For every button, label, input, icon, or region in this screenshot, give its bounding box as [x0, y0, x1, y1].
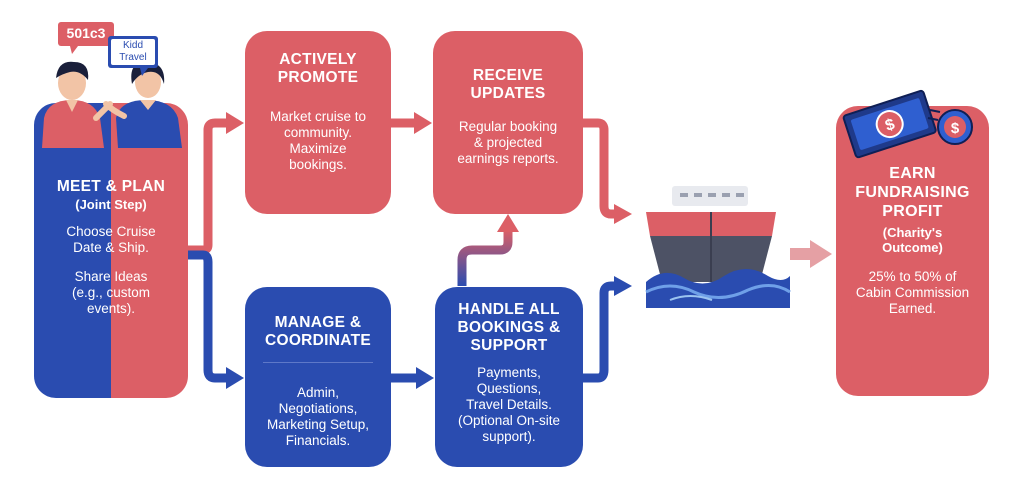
arrow-handle-to-ship [583, 281, 617, 383]
manage-divider [263, 362, 373, 363]
promote-box: ACTIVELY PROMOTE Market cruise to commun… [245, 31, 391, 214]
updates-body: Regular booking & projected earnings rep… [457, 119, 559, 166]
handle-title: HANDLE ALL BOOKINGS & SUPPORT [457, 301, 561, 354]
arrow-updates-to-ship [583, 118, 617, 219]
arrow-meet-to-promote [186, 118, 228, 255]
manage-box: MANAGE & COORDINATE Admin, Negotiations,… [245, 287, 391, 467]
bubble-kidd-travel-text: Kidd Travel [119, 40, 147, 63]
arrow-ship-to-earn [790, 248, 812, 260]
earn-title: EARN FUNDRAISING PROFIT [855, 165, 970, 220]
handle-body: Payments, Questions, Travel Details. (Op… [457, 365, 561, 444]
arrow-meet-to-manage [186, 250, 228, 383]
arrow-head-up [497, 214, 519, 232]
earn-body: 25% to 50% of Cabin Commission Earned. [855, 269, 970, 316]
manage-title: MANAGE & COORDINATE [264, 314, 372, 349]
arrow-head-earn [810, 240, 832, 268]
arrow-head-updates [414, 112, 432, 134]
promote-body: Market cruise to community. Maximize boo… [269, 109, 367, 172]
earn-subtitle: (Charity's Outcome) [882, 225, 943, 255]
arrow-head-handle [416, 367, 434, 389]
arrow-head-manage [226, 367, 244, 389]
meet-plan-subtitle: (Joint Step) [75, 197, 147, 212]
meet-plan-step2: Share Ideas (e.g., custom events). [71, 269, 151, 316]
arrow-head-ship-bottom [614, 276, 632, 296]
updates-title: RECEIVE UPDATES [470, 67, 546, 102]
manage-body: Admin, Negotiations, Marketing Setup, Fi… [266, 385, 370, 448]
meet-plan-step1: Choose Cruise Date & Ship. [66, 224, 156, 255]
arrow-head-promote [226, 112, 244, 134]
bubble-501c3-text: 501c3 [66, 25, 106, 41]
handle-box: HANDLE ALL BOOKINGS & SUPPORT Payments, … [435, 287, 583, 467]
arrow-head-ship-top [614, 204, 632, 224]
meet-plan-title: MEET & PLAN [56, 178, 166, 195]
meet-plan-text: MEET & PLAN (Joint Step) Choose Cruise D… [34, 178, 188, 317]
promote-title: ACTIVELY PROMOTE [277, 51, 359, 86]
arrow-handle-to-updates [457, 230, 513, 286]
updates-box: RECEIVE UPDATES Regular booking & projec… [433, 31, 583, 214]
meet-plan-box [34, 103, 188, 398]
earn-box: EARN FUNDRAISING PROFIT (Charity's Outco… [836, 106, 989, 396]
